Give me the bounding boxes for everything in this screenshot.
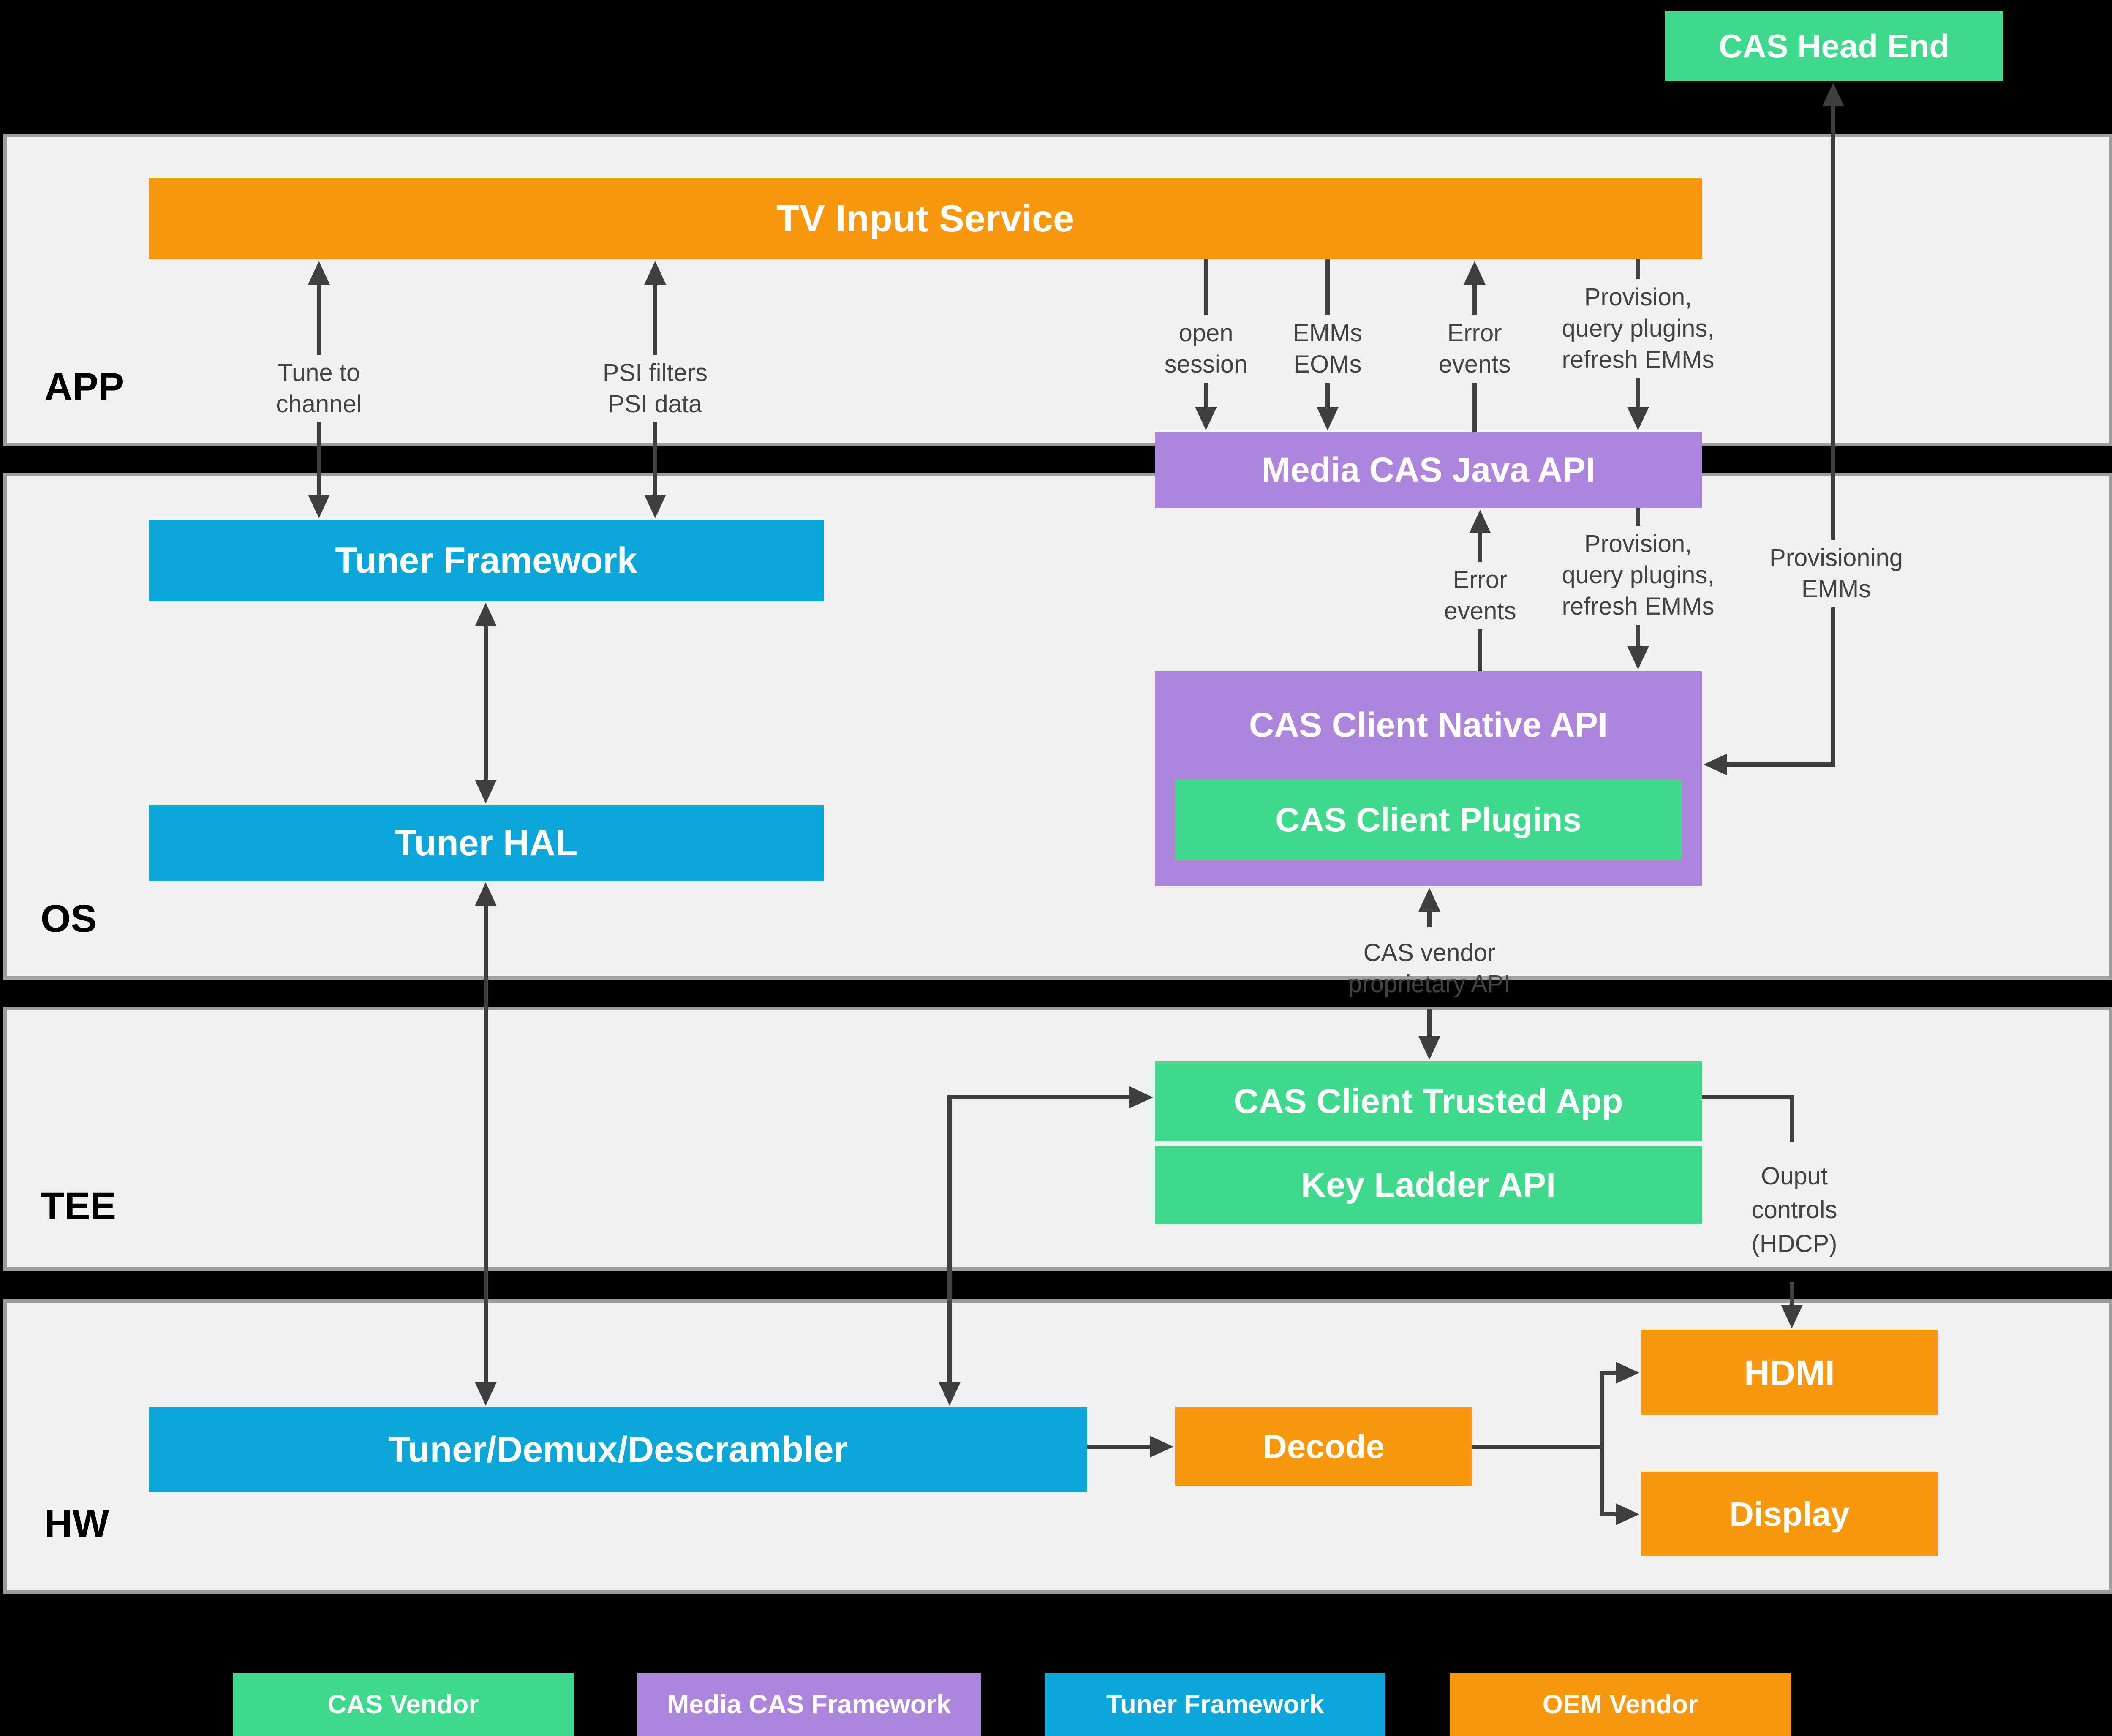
arrowhead-headend-up (1822, 83, 1844, 106)
arrowhead-demux-top-down-right (939, 1382, 961, 1406)
line-demux-decode (1087, 1445, 1152, 1449)
provision-app-label: Provision, query plugins, refresh EMMs (1556, 279, 1720, 378)
display-box: Display (1641, 1472, 1938, 1556)
arrowhead-hdmi-right (1616, 1362, 1639, 1384)
arrowhead-casvendor-up (1418, 888, 1440, 912)
arrowhead-provision-app-down (1627, 407, 1649, 430)
arrowhead-psi-up (644, 261, 666, 285)
arrowhead-tune-down (308, 495, 330, 518)
emms-eoms-label: EMMs EOMs (1287, 315, 1369, 383)
arrowhead-display-right (1616, 1503, 1639, 1525)
line-demux-trustedapp-vertical (947, 1095, 952, 1386)
line-split-hdmi (1602, 1371, 1618, 1375)
line-provisioning-emms-horizontal (1726, 762, 1835, 767)
error-events-app-label: Error events (1432, 315, 1517, 383)
line-output-controls-horizontal (1702, 1095, 1794, 1099)
hw-section-label: HW (44, 1502, 109, 1545)
cas-client-native-api-label: CAS Client Native API (1249, 706, 1608, 744)
line-provisioning-emms-vertical (1831, 105, 1835, 767)
line-tunerfw-tunerhal (484, 620, 488, 785)
arrowhead-tunerfw-bottom-up (475, 603, 497, 626)
output-controls-label: Ouput controls (HDCP) (1751, 1162, 1837, 1257)
psi-filters-label: PSI filters PSI data (596, 355, 714, 422)
arrowhead-hdcp-hdmi-down (1781, 1305, 1803, 1328)
tuner-framework-box: Tuner Framework (149, 520, 824, 601)
line-demux-trustedapp-horizontal (947, 1095, 1132, 1099)
open-session-label: open session (1158, 315, 1254, 383)
arrowhead-error-app-up (1464, 261, 1486, 285)
legend-media-cas-framework: Media CAS Framework (637, 1673, 981, 1736)
os-section-label: OS (41, 897, 97, 940)
arrowhead-decode-right (1150, 1436, 1173, 1458)
legend-tuner-framework: Tuner Framework (1045, 1673, 1385, 1736)
legend-oem-vendor: OEM Vendor (1450, 1673, 1791, 1736)
line-split-vertical (1600, 1371, 1604, 1516)
decode-box: Decode (1175, 1407, 1472, 1486)
cas-client-plugins-box: CAS Client Plugins (1175, 779, 1682, 860)
arrowhead-nativeapi-right-left (1704, 754, 1727, 775)
line-tunerhal-demux (484, 900, 488, 1386)
tuner-hal-box: Tuner HAL (149, 805, 824, 881)
tune-to-channel-label: Tune to channel (270, 355, 368, 422)
arrowhead-open-session-down (1195, 407, 1217, 430)
tv-input-service-box: TV Input Service (149, 178, 1702, 259)
cas-vendor-api-label: CAS vendor proprietary API (1348, 939, 1511, 998)
arrowhead-tunerhal-bottom-up (475, 882, 497, 906)
arrowhead-emms-down (1317, 407, 1339, 430)
arrowhead-tunerhal-top-down (475, 780, 497, 803)
media-cas-java-api-box: Media CAS Java API (1155, 432, 1702, 508)
cas-client-native-api-box: CAS Client Native API CAS Client Plugins (1155, 671, 1702, 886)
tuner-demux-descrambler-box: Tuner/Demux/Descrambler (149, 1407, 1087, 1492)
line-output-controls-lower (1790, 1282, 1794, 1307)
provision-os-label: Provision, query plugins, refresh EMMs (1556, 526, 1720, 625)
cas-client-trusted-app-box: CAS Client Trusted App (1155, 1061, 1702, 1141)
line-output-controls-upper (1790, 1095, 1794, 1142)
arrowhead-tune-up (308, 261, 330, 285)
provisioning-emms-label: Provisioning EMMs (1764, 540, 1909, 607)
legend-cas-vendor: CAS Vendor (233, 1673, 574, 1736)
cas-head-end-box: CAS Head End (1665, 11, 2003, 81)
line-decode-split (1472, 1445, 1604, 1449)
hdmi-box: HDMI (1641, 1330, 1938, 1415)
arrowhead-psi-down (644, 495, 666, 518)
arrowhead-demux-top-down-left (475, 1382, 497, 1406)
arrowhead-trustedapp-left (1129, 1086, 1153, 1108)
tee-section-label: TEE (41, 1185, 116, 1228)
app-section-label: APP (44, 365, 125, 408)
tee-band (3, 1007, 2112, 1271)
line-split-display (1602, 1512, 1618, 1516)
arrowhead-provision-os-down (1627, 646, 1649, 669)
line-cas-vendor-api-upper (1427, 908, 1432, 927)
key-ladder-api-box: Key Ladder API (1155, 1146, 1702, 1224)
error-events-os-label: Error events (1438, 562, 1522, 629)
arrowhead-error-os-up (1469, 510, 1491, 533)
arrowhead-casvendor-down (1418, 1036, 1440, 1060)
line-cas-vendor-api-lower (1427, 1009, 1432, 1039)
